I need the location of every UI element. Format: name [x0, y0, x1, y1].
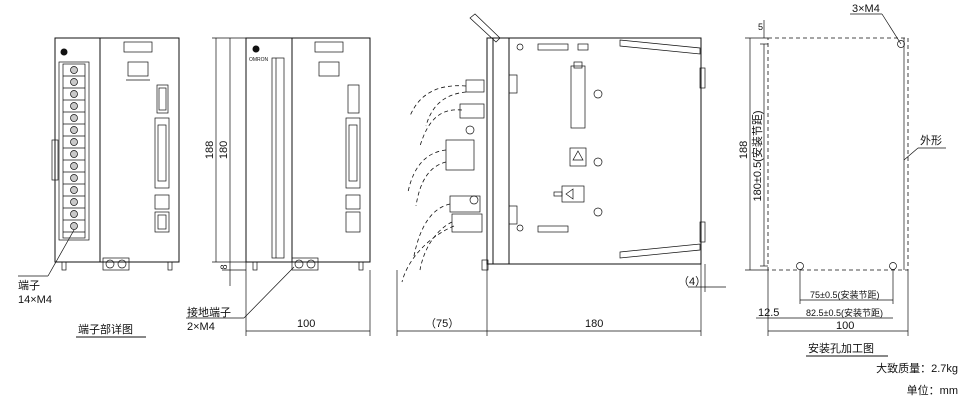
terminal-screw [70, 162, 78, 170]
terminal-spec: 14×M4 [18, 294, 52, 306]
terminal-screw [70, 174, 78, 182]
dim-188-mount: 188 [738, 141, 750, 159]
terminal-detail-title: 端子部详图 [78, 322, 133, 336]
dim-100-mount: 100 [836, 320, 854, 332]
dim-180-mount: 180±0.5(安装节距) [750, 110, 764, 201]
outline-label: 外形 [920, 134, 942, 147]
terminal-screw [70, 126, 78, 134]
dim-8: 8 [219, 264, 229, 269]
svg-text:OMRON: OMRON [249, 57, 269, 63]
ground-terminal-spec: 2×M4 [187, 321, 215, 333]
terminal-screw [70, 66, 78, 74]
front-view: OMRON [186, 37, 371, 319]
dim-12-5: 12.5 [758, 307, 779, 319]
terminal-label: 端子 [18, 279, 40, 292]
dim-75: （75） [425, 317, 459, 330]
mount-title: 安装孔加工图 [808, 341, 874, 355]
mass-label: 大致质量：2.7kg [876, 361, 958, 375]
mounting-hole-drawing [745, 13, 946, 336]
terminal-screw [70, 210, 78, 218]
terminal-screw [70, 78, 78, 86]
front-view-terminal-detail [18, 37, 180, 277]
dim-82-pitch: 82.5±0.5(安装节距) [806, 307, 883, 318]
hole-spec: 3×M4 [852, 3, 880, 15]
dim-5: 5 [758, 22, 763, 32]
terminal-screw [70, 150, 78, 158]
terminal-screw [70, 138, 78, 146]
dim-180-side: 180 [585, 318, 603, 330]
dim-100-front: 100 [297, 318, 315, 330]
ground-terminal-label: 接地端子 [187, 306, 231, 319]
unit-label: 单位：mm [907, 383, 958, 397]
terminal-screw [70, 186, 78, 194]
terminal-screw [70, 102, 78, 110]
terminal-screw [70, 198, 78, 206]
front-vertical-dimensions [212, 37, 246, 286]
dim-4: （4） [678, 275, 706, 288]
dim-188-front: 188 [204, 141, 216, 159]
dim-180-front: 180 [218, 141, 230, 159]
terminal-block [62, 63, 86, 239]
terminal-screw [70, 222, 78, 230]
terminal-screw [70, 114, 78, 122]
dim-75-pitch: 75±0.5(安装节距) [810, 289, 879, 300]
terminal-screw [70, 90, 78, 98]
side-view [401, 13, 706, 283]
